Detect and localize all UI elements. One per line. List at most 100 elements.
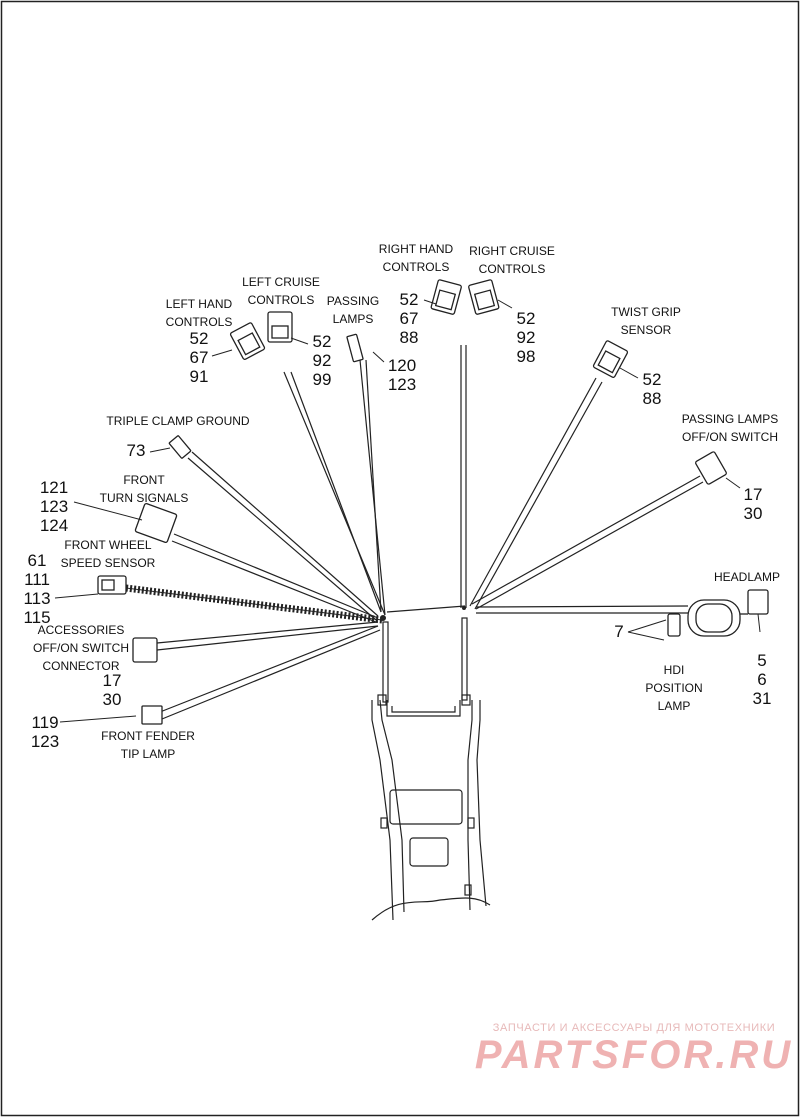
clip-right-lower [467,817,475,829]
leader-left-hand [211,349,233,357]
connectors [97,279,769,725]
wire-accessories-b [156,625,379,651]
twist-grip-sensor-ref-1: 52 [642,370,662,389]
wire-tip-lamp [159,625,379,713]
passing-lamps-switch-line-1: PASSING LAMPS [681,412,779,426]
crossbar [386,700,461,717]
left-cruise-connector-face [271,325,289,339]
headlamp-line-1: HEADLAMP [713,570,781,584]
wire-triple-clamp [191,451,379,617]
wire-turn-signals-b [171,540,377,623]
hdi-position-lamp-line-2: POSITION [645,681,703,695]
clip-right [461,694,471,706]
hdi-position-lamp-line-1: HDI [663,663,685,677]
passing-lamps-connector [346,333,364,363]
front-turn-signals-ref-2: 123 [39,497,69,516]
wire-headlamp [475,605,689,608]
leader-turn-signals [73,501,143,521]
right-cruise-connector [468,279,500,315]
leader-triple-clamp [149,447,171,453]
passing-switch-connector [695,451,727,485]
frame-window-upper [389,789,463,825]
harness-node-left [380,615,386,621]
label-front-fender-tip-lamp: FRONT FENDER TIP LAMP [101,727,195,763]
twist-grip-sensor-ref-2: 88 [642,389,662,408]
front-wheel-speed-sensor-ref-3: 113 [23,589,51,608]
right-hand-controls-ref-2: 67 [399,309,419,328]
headlamp-inner [695,603,733,633]
refs-hdi-position-lamp: 7 [614,622,623,641]
frame-window-lower [409,837,449,867]
right-hand-controls-line-2: CONTROLS [382,260,450,274]
front-turn-signals-ref-1: 121 [39,478,69,497]
harness-wires [156,345,704,720]
front-fender-tip-lamp-line-2: TIP LAMP [120,747,176,761]
left-cruise-controls-line-1: LEFT CRUISE [242,275,320,289]
left-hand-controls-connector [229,322,266,360]
front-wheel-speed-sensor-ref-1: 61 [27,551,47,570]
right-hand-controls-connector [430,279,462,315]
headlamp-ref-3: 31 [752,689,772,708]
accessories-switch-connector-ref-1: 17 [102,671,122,690]
passing-lamps-line-1: PASSING [326,294,380,308]
leader-twist-grip [619,367,639,379]
leader-hdi-b [627,631,665,641]
label-headlamp: HEADLAMP [714,568,780,586]
twist-grip-connector [592,340,629,378]
leader-tip-lamp [59,715,137,723]
accessories-switch-connector-ref-2: 30 [102,690,122,709]
triple-clamp-ground-line-1: TRIPLE CLAMP GROUND [106,414,250,428]
leader-passing-lamps [372,351,385,363]
front-fender-tip-lamp-line-1: FRONT FENDER [101,729,195,743]
tip-lamp-connector [141,705,163,725]
accessories-connector [132,637,158,663]
leader-left-cruise [290,337,309,345]
leader-right-hand [423,299,437,305]
clip-left-lower [380,817,388,829]
front-wheel-speed-sensor-line-1: FRONT WHEEL [64,538,152,552]
passing-lamps-line-2: LAMPS [332,312,374,326]
leader-passing-switch [725,477,741,489]
wire-twist-grip [469,377,597,607]
clip-left [377,694,387,706]
left-post [382,621,389,703]
twist-grip-sensor-line-2: SENSOR [620,323,672,337]
leader-lines [54,299,761,723]
front-wheel-speed-sensor-line-2: SPEED SENSOR [60,556,156,570]
harness-junction [386,605,466,613]
right-hand-controls-ref-1: 52 [399,290,419,309]
wire-passing-switch [471,475,701,605]
triple-clamp-ground-ref-1: 73 [126,441,146,460]
wire-passing-lamps-b [365,359,382,613]
passing-lamps-switch-ref-1: 17 [743,485,763,504]
accessories-switch-connector-line-2: OFF/ON SWITCH [33,641,129,655]
front-wheel-speed-sensor-ref-4: 115 [23,608,51,627]
right-post [461,617,468,701]
wire-left-cruise-b [290,371,382,613]
turn-signals-connector [134,503,178,543]
leader-speed-sensor [54,593,99,599]
label-triple-clamp-ground: TRIPLE CLAMP GROUND [106,412,249,430]
left-hand-controls-line-2: CONTROLS [165,315,233,329]
wire-accessories [156,621,379,644]
wire-twist-grip-b [474,381,603,610]
headlamp-ref-1: 5 [757,651,767,670]
leader-right-cruise [497,299,513,309]
frame-outline [371,617,491,921]
front-turn-signals-ref-3: 124 [39,516,69,535]
